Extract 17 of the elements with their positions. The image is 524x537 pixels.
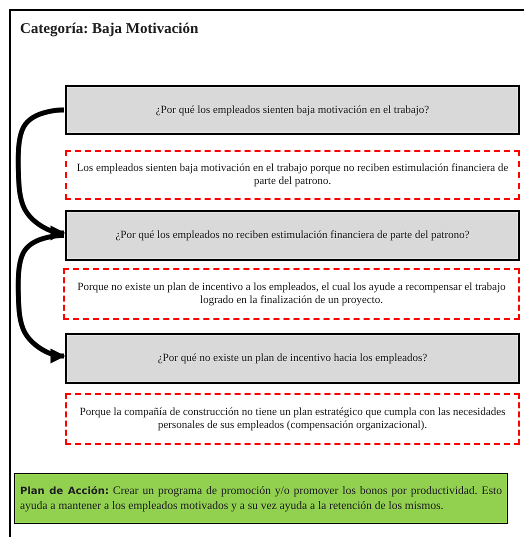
question-text: ¿Por qué los empleados no reciben estimulación financiera de parte del patrono?	[115, 229, 470, 242]
question-box	[65, 85, 520, 135]
question-text: ¿Por qué no existe un plan de incentivo hacia los empleados?	[158, 352, 428, 365]
answer-box	[65, 150, 520, 200]
answer-text: Porque no existe un plan de incentivo a los empleados, el cual los ayude a recompensar el trabajo logrado en la finalización de un proyecto.	[76, 281, 507, 307]
answer-text: Los empleados sienten baja motivación en el trabajo porque no reciben estimulación financiera de parte del patrono.	[76, 162, 510, 188]
question-text: ¿Por qué los empleados sienten baja motivación en el trabajo?	[156, 104, 430, 116]
question-box	[65, 210, 520, 261]
category-title: Categoría: Baja Motivación	[20, 21, 198, 38]
question-box	[65, 333, 520, 384]
curved-arrow	[16, 233, 66, 364]
answer-box	[65, 393, 520, 445]
action-plan-box	[14, 473, 508, 524]
action-plan-text: Plan de Acción: Crear un programa de promoción y/o promover los bonos por productividad. Esto ayuda a mantener a los empleados motivados y a su vez ayuda a la retención de los mismos.	[20, 484, 502, 514]
curved-arrow	[16, 108, 66, 240]
answer-box	[63, 268, 520, 320]
answer-text: Porque la compañía de construcción no tiene un plan estratégico que cumpla con las necesidades personales de sus empleados (compensación organizacional).	[78, 406, 506, 432]
